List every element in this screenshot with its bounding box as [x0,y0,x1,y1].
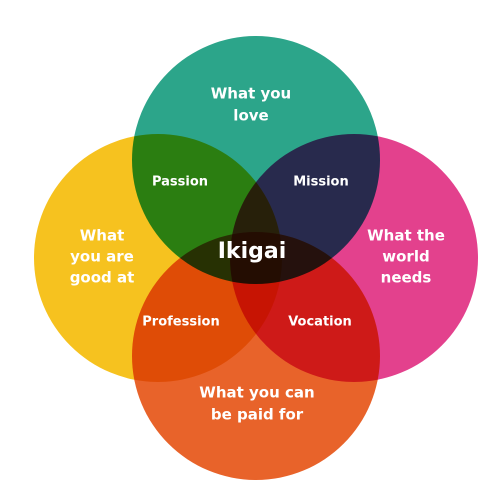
label-love-line-1: What you [211,85,292,103]
label-ikigai-center: Ikigai [218,239,287,264]
label-needs-line-3: needs [381,269,432,287]
label-needs-line-2: world [382,248,429,266]
circle-what-you-can-be-paid-for [132,232,380,480]
label-good-line-2: you are [70,248,134,266]
labels-layer: What you love What you are good at What … [70,85,445,424]
label-mission: Mission [293,175,349,190]
label-love-line-2: love [233,107,268,125]
label-needs-line-1: What the [367,227,445,245]
circles-layer [34,36,478,480]
label-vocation: Vocation [288,315,352,330]
label-passion: Passion [152,175,208,190]
label-profession: Profession [142,315,219,330]
label-paid-line-1: What you can [199,384,314,402]
label-good-line-3: good at [70,269,135,287]
label-good-line-1: What [80,227,125,245]
label-paid-line-2: be paid for [211,406,304,424]
